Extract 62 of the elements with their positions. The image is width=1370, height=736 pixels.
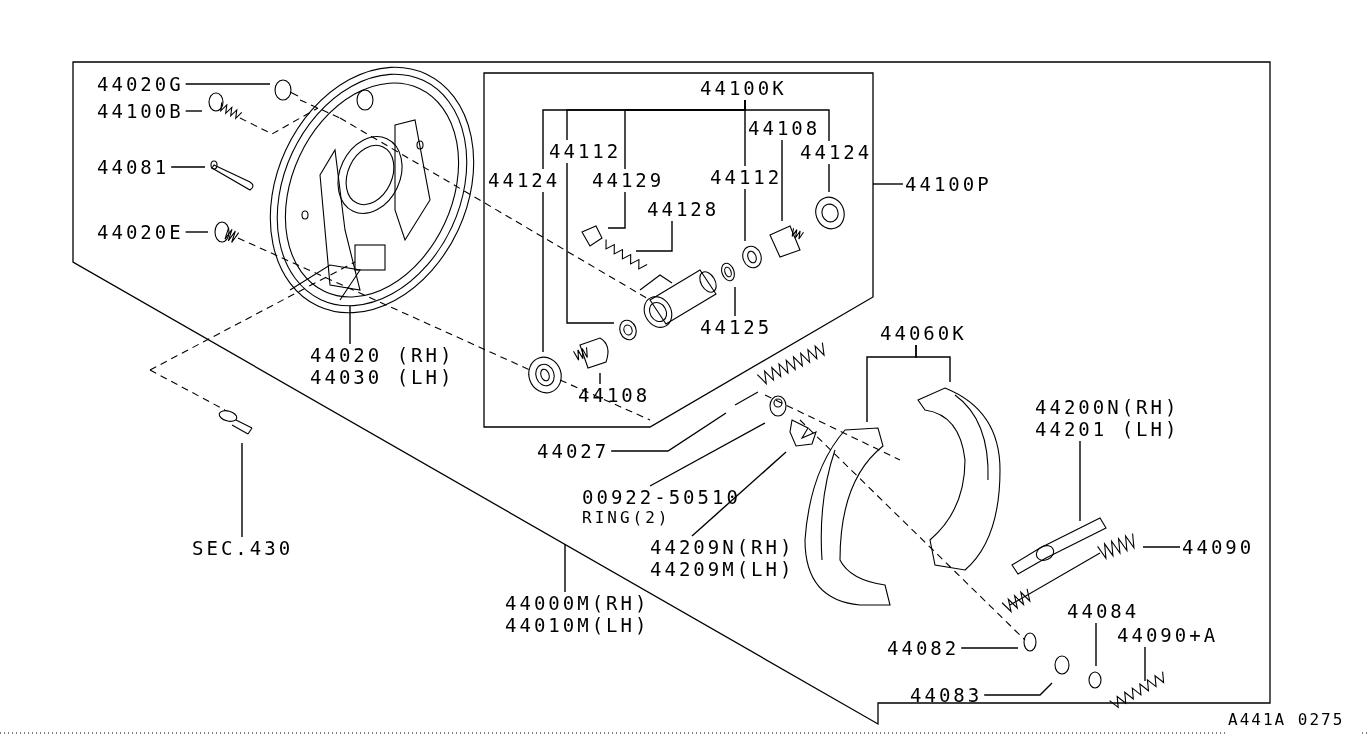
leader-line bbox=[1095, 622, 1097, 667]
leader-line bbox=[599, 372, 601, 385]
part-number: 44209N(RH) bbox=[650, 536, 795, 558]
leader-line bbox=[1079, 440, 1081, 522]
part-number: 44030 (LH) bbox=[310, 366, 455, 388]
leader-line bbox=[184, 231, 209, 233]
leader-line bbox=[915, 344, 951, 383]
part-number: 44084 bbox=[1067, 600, 1140, 622]
leader-line bbox=[349, 305, 351, 345]
leader-line bbox=[960, 647, 1019, 649]
part-number: 44125 bbox=[700, 316, 773, 338]
leader-line bbox=[781, 139, 783, 222]
leader-line bbox=[607, 191, 626, 229]
part-number: 44027 bbox=[537, 440, 610, 462]
leader-line bbox=[542, 191, 544, 353]
leader-line bbox=[649, 422, 766, 487]
leader-line bbox=[744, 188, 746, 242]
part-number: 44128 bbox=[647, 198, 720, 220]
part-number: 44200N(RH) bbox=[1035, 396, 1180, 418]
part-number: 44112 bbox=[710, 166, 783, 188]
leader-line bbox=[610, 412, 727, 452]
part-number: 44020G bbox=[97, 73, 184, 95]
leader-line bbox=[983, 682, 1053, 696]
part-number: 44081 bbox=[97, 156, 170, 178]
part-number: 44124 bbox=[488, 169, 561, 191]
part-number: 44000M(RH) bbox=[505, 592, 650, 614]
leader-line bbox=[1144, 646, 1146, 682]
part-number: 00922-50510 bbox=[582, 486, 741, 508]
leader-line bbox=[635, 220, 673, 252]
figure-code: A441A 0275 bbox=[1228, 710, 1345, 729]
leader-line bbox=[241, 442, 243, 538]
leader-line bbox=[734, 286, 736, 317]
leader-line bbox=[872, 183, 904, 185]
part-number: 44100K bbox=[700, 77, 787, 99]
leader-line bbox=[170, 166, 206, 168]
leader-line bbox=[1142, 546, 1181, 548]
part-number: 44082 bbox=[887, 637, 960, 659]
part-number: SEC.430 bbox=[192, 537, 294, 559]
leader-line bbox=[566, 162, 615, 324]
part-number: 44083 bbox=[910, 684, 983, 706]
part-number: 44010M(LH) bbox=[505, 614, 650, 636]
part-number: 44129 bbox=[592, 169, 665, 191]
leader-line bbox=[828, 163, 830, 193]
leader-line bbox=[691, 451, 787, 537]
part-number: 44090 bbox=[1182, 536, 1255, 558]
part-number: 44100B bbox=[97, 100, 184, 122]
part-number: 44020 (RH) bbox=[310, 344, 455, 366]
part-number: 44100P bbox=[905, 173, 992, 195]
part-number: 44020E bbox=[97, 221, 184, 243]
part-number: 44108 bbox=[748, 117, 821, 139]
leader-line bbox=[184, 83, 271, 85]
part-number: 44209M(LH) bbox=[650, 558, 795, 580]
leader-line bbox=[564, 543, 566, 593]
part-number: 44090+A bbox=[1117, 624, 1219, 646]
part-number: 44124 bbox=[800, 141, 873, 163]
part-number: 44112 bbox=[549, 140, 622, 162]
part-number: 44108 bbox=[578, 384, 651, 406]
part-note: RING(2) bbox=[582, 508, 671, 527]
leader-line bbox=[184, 110, 203, 112]
leader-line bbox=[744, 99, 830, 142]
part-number: 44060K bbox=[880, 322, 967, 344]
part-number: 44201 (LH) bbox=[1035, 418, 1180, 440]
